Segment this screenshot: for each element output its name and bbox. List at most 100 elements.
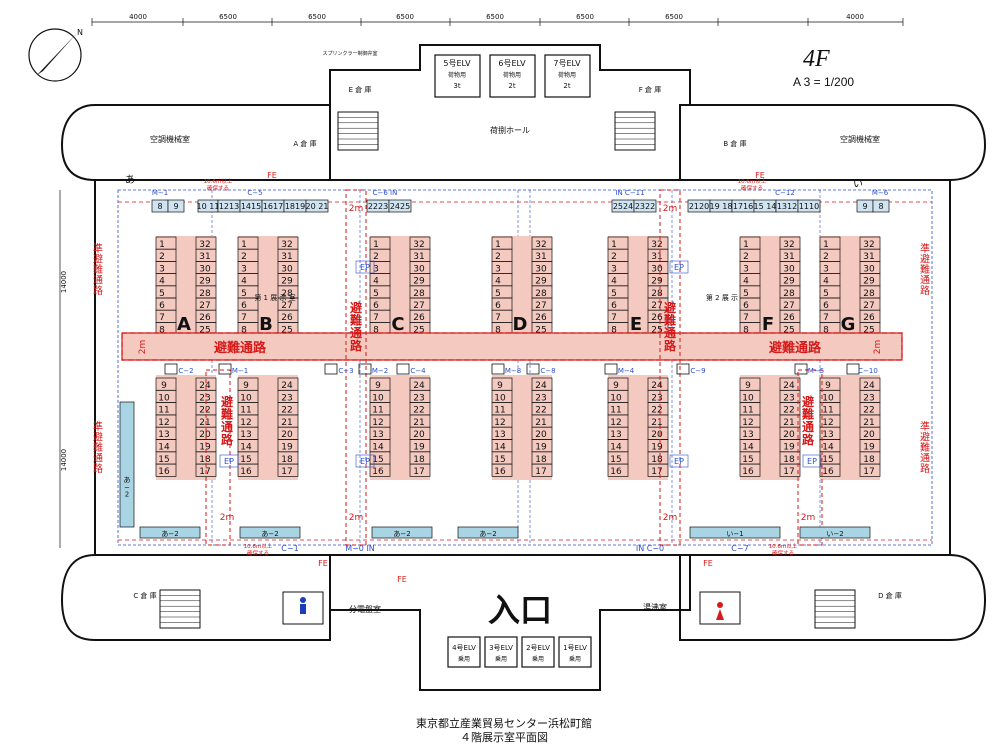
booth-number: 32 bbox=[199, 240, 210, 250]
booth-cell bbox=[779, 463, 801, 477]
wall-booth-number: 1617 bbox=[263, 202, 283, 211]
booth-number: 12 bbox=[822, 418, 833, 428]
booth-number: 20 bbox=[783, 430, 795, 440]
booth-number: 16 bbox=[158, 467, 170, 477]
dimension-value: 6500 bbox=[665, 13, 683, 21]
booth-number: 15 bbox=[158, 455, 169, 465]
evac-corridor-outline bbox=[121, 332, 903, 361]
clearance-note: 確保する bbox=[247, 549, 269, 557]
booth-number: 2 bbox=[611, 252, 617, 262]
clearance-note: 確保する bbox=[741, 184, 763, 192]
booth-number: 27 bbox=[651, 301, 662, 311]
wall-booth-number: 2524 bbox=[613, 202, 633, 211]
booth-number: 10 bbox=[610, 393, 622, 403]
booth-number: 23 bbox=[783, 393, 794, 403]
booth-number: 21 bbox=[281, 418, 292, 428]
wall-label: C−6 IN bbox=[373, 189, 398, 197]
booth-number: 8 bbox=[743, 325, 749, 335]
elevator-label: 荷物用 bbox=[448, 71, 466, 79]
ep-box bbox=[802, 454, 822, 468]
wall-booth-number: 10 11 bbox=[197, 202, 220, 211]
column bbox=[676, 363, 690, 375]
wall-label: M−1 bbox=[152, 189, 168, 197]
restroom-icon bbox=[300, 604, 306, 614]
booth-number: 12 bbox=[494, 418, 505, 428]
booth-number: 12 bbox=[372, 418, 383, 428]
semi-evac-label: 準 bbox=[920, 420, 930, 433]
booth-number: 4 bbox=[743, 277, 749, 287]
room-label: 空調機械室 bbox=[150, 134, 190, 144]
ep-box bbox=[669, 260, 689, 274]
semi-evac-label: 難 bbox=[93, 441, 103, 454]
booth-number: 25 bbox=[651, 325, 662, 335]
booth-number: 9 bbox=[613, 381, 619, 391]
booth-cell bbox=[369, 463, 391, 477]
booth-number: 7 bbox=[823, 313, 829, 323]
booth-number: 16 bbox=[822, 467, 834, 477]
column bbox=[324, 363, 338, 375]
column-label: C−4 bbox=[410, 367, 426, 375]
stair bbox=[159, 589, 201, 629]
compass-north: N bbox=[77, 28, 83, 37]
booth-number: 10 bbox=[822, 393, 834, 403]
booth-number: 24 bbox=[535, 381, 547, 391]
compass: N bbox=[28, 28, 83, 82]
restroom-icon bbox=[717, 602, 723, 608]
booth-number: 17 bbox=[783, 467, 794, 477]
booth-number: 23 bbox=[535, 393, 546, 403]
booth-number: 12 bbox=[610, 418, 621, 428]
wall-booth bbox=[305, 199, 329, 213]
booth-number: 32 bbox=[413, 240, 424, 250]
elevator-cab bbox=[544, 54, 591, 98]
column-label: M−4 bbox=[618, 367, 635, 375]
semi-evac-label: 避 bbox=[920, 253, 930, 266]
booth-number: 32 bbox=[535, 240, 546, 250]
stair bbox=[814, 589, 856, 629]
fire-extinguisher-label: FE bbox=[397, 575, 407, 584]
wall-booth-number: 9 bbox=[173, 202, 178, 211]
booth-number: 13 bbox=[158, 430, 169, 440]
wall-label: C−5 bbox=[247, 189, 262, 197]
booth-number: 13 bbox=[494, 430, 505, 440]
room-label: 空調機械室 bbox=[840, 134, 880, 144]
booth-number: 32 bbox=[863, 240, 874, 250]
ep-label: EP bbox=[807, 457, 817, 466]
booth-cell bbox=[155, 463, 177, 477]
wall-label: − bbox=[124, 483, 130, 491]
evac-label: 避 bbox=[802, 394, 814, 409]
bottom-core bbox=[329, 555, 691, 691]
dimension-value: 6500 bbox=[576, 13, 594, 21]
wall-booth bbox=[239, 526, 301, 539]
room-label: F 倉 庫 bbox=[639, 85, 661, 94]
booth-number: 27 bbox=[199, 301, 210, 311]
clearance-note: 10.6m以上 bbox=[738, 177, 767, 185]
booth-number: 25 bbox=[535, 325, 546, 335]
booth-number: 3 bbox=[495, 264, 501, 274]
booth-number: 10 bbox=[158, 393, 170, 403]
booth-number: 13 bbox=[240, 430, 251, 440]
dimension-value: 14000 bbox=[60, 449, 68, 471]
wall-label: C−1 bbox=[281, 544, 298, 553]
semi-evac-label: 難 bbox=[920, 263, 930, 276]
booth-number: 2 bbox=[373, 252, 379, 262]
booth-number: 17 bbox=[651, 467, 662, 477]
elevator-cab bbox=[447, 636, 481, 668]
fire-extinguisher-label: FE bbox=[703, 559, 713, 568]
ep-label: EP bbox=[360, 263, 370, 272]
dimension-value: 4000 bbox=[129, 13, 147, 21]
elevator-label: 5号ELV bbox=[443, 59, 471, 68]
booth-number: 9 bbox=[497, 381, 503, 391]
elevator-label: 乗用 bbox=[569, 656, 581, 663]
corner-marker: あ bbox=[125, 174, 135, 186]
block-letter: D bbox=[513, 314, 528, 335]
wall-booth bbox=[457, 526, 519, 539]
ep-box bbox=[219, 454, 239, 468]
booth-number: 29 bbox=[783, 277, 795, 287]
width-label: 2m bbox=[349, 204, 364, 214]
elevator-label: 6号ELV bbox=[498, 59, 526, 68]
width-label: 2m bbox=[663, 204, 678, 214]
booth-number: 8 bbox=[495, 325, 501, 335]
booth-number: 16 bbox=[494, 467, 506, 477]
booth-number: 30 bbox=[535, 264, 547, 274]
booth-number: 15 bbox=[822, 455, 833, 465]
